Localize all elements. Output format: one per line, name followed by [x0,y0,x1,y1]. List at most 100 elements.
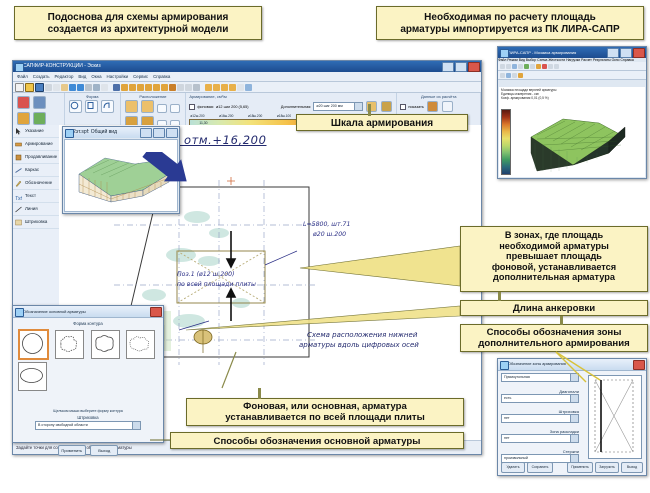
rebar-tool-5-icon[interactable] [145,83,152,91]
ribbon-group-reinforcement[interactable]: Армирование, см²/м фоновая: ø12 шаг 200 … [186,93,398,128]
cad-menubar[interactable]: Файл Создать Редактор Вид Окна Настройки… [13,72,481,82]
lira-menu-0[interactable]: Файл [498,58,507,62]
redo-icon[interactable] [77,83,84,91]
zone-dialog[interactable]: Обозначение зоны армирования Прямоугольн… [497,358,647,476]
lira-menu-1[interactable]: Режим [507,58,518,62]
zone-load-button[interactable]: Загрузить [595,462,619,473]
contour-shape-grid[interactable] [13,326,163,395]
paste-icon[interactable] [61,83,68,91]
sidebar-item-text[interactable]: Txt Текст [13,190,59,203]
viewer3d-canvas[interactable] [64,139,178,212]
lira-tool-4-icon[interactable] [518,63,523,69]
shape-option-cloud-wavy[interactable] [126,330,156,359]
edit-pencil-icon[interactable] [366,101,378,112]
import-icon[interactable] [426,101,438,112]
lira-close-button[interactable] [633,48,645,58]
contour-apply-button[interactable]: Применить [57,445,86,456]
tool-b-icon[interactable] [33,96,47,109]
cut-icon[interactable] [45,83,52,91]
lira-titlebar[interactable]: ЛИРА-САПР - Мозаика армирования [498,47,646,58]
lira-maximize-button[interactable] [620,48,632,58]
menu-item-view[interactable]: Вид [78,74,87,79]
chevron-down-icon[interactable] [354,103,363,110]
lira-menu-10[interactable]: Справка [620,58,634,62]
contour-dialog-close-button[interactable] [150,307,162,317]
zone-dialog-close-button[interactable] [633,360,645,370]
lira-tool-2-icon[interactable] [506,63,511,69]
menu-item-service[interactable]: Сервис [133,74,149,79]
viewer3d-close-button[interactable] [166,128,178,138]
window-buttons[interactable] [442,62,480,72]
shape-option-cloud-open[interactable] [55,330,85,359]
ribbon-group-placement[interactable]: Расположение [121,93,187,129]
contour-hatch-combo[interactable]: В сторону свободной области [35,421,141,430]
tool-c-icon[interactable] [17,112,30,125]
zone-dialog-buttons[interactable] [633,360,645,370]
view-tool-6-icon[interactable] [245,83,252,91]
view-tool-2-icon[interactable] [213,83,220,91]
zone-field-combo-0[interactable]: есть [501,394,579,403]
show-calcdata-checkbox[interactable] [400,103,407,110]
menu-item-file[interactable]: Файл [17,74,28,79]
menu-item-settings[interactable]: Настройки [106,74,129,79]
zoom-in-icon[interactable] [177,83,184,91]
zone-field-3-chevron-down-icon[interactable] [570,455,578,462]
zone-delete-button[interactable]: Удалить [501,462,525,473]
rebar-tool-2-icon[interactable] [121,83,128,91]
lira-minimize-button[interactable] [607,48,619,58]
sidebar-item-karkas[interactable]: Каркас [13,164,59,177]
undo-icon[interactable] [69,83,76,91]
viewer3d-window-buttons[interactable] [140,128,178,138]
contour-dialog-titlebar[interactable]: Обозначение основной арматуры [13,306,163,317]
rebar-tool-3-icon[interactable] [129,83,136,91]
lira-canvas[interactable]: Мозаика площади верхней арматуры Единицы… [499,87,645,177]
minimize-button[interactable] [442,62,454,72]
rebar-tool-7-icon[interactable] [161,83,168,91]
lira-tool-13-icon[interactable] [512,72,517,78]
zone-field-0-chevron-down-icon[interactable] [570,395,578,402]
view-tool-1-icon[interactable] [205,83,212,91]
pan-icon[interactable] [193,83,200,91]
tool-a-icon[interactable] [17,96,30,109]
lira-menu-7[interactable]: Расчет [581,58,592,62]
shape-option-rect-circle[interactable] [18,329,49,360]
viewer3d-minimize-button[interactable] [140,128,152,138]
shape-arc-icon[interactable] [101,100,115,113]
zone-dialog-actions[interactable]: Удалить Сохранить Применить Загрузить Вы… [501,462,643,473]
lira-tool-11-icon[interactable] [500,72,505,78]
menu-item-editor[interactable]: Редактор [54,74,74,79]
zone-field-combo-2[interactable]: нет [501,434,579,443]
zone-field-1-chevron-down-icon[interactable] [570,415,578,422]
menu-item-create[interactable]: Создать [32,74,50,79]
print-icon[interactable] [85,83,92,91]
shape-option-ellipse[interactable] [18,362,47,391]
contour-exit-button[interactable]: Выход [90,445,119,456]
lira-tool-5-icon[interactable] [524,63,529,69]
lira-tool-12-icon[interactable] [506,72,511,78]
lira-menu-8[interactable]: Результаты [592,58,611,62]
view-tool-4-icon[interactable] [229,83,236,91]
zone-field-2-chevron-down-icon[interactable] [570,435,578,442]
background-rebar-checkbox[interactable] [189,103,196,110]
placement-down-icon[interactable] [169,104,180,113]
help-icon[interactable] [101,83,108,91]
zone-shape-combo[interactable]: Прямоугольная [501,373,579,382]
save-icon[interactable] [35,82,44,92]
rebar-tool-4-icon[interactable] [137,83,144,91]
additional-rebar-combo[interactable]: ø20 шаг 200 мм [313,102,364,111]
viewer3d-maximize-button[interactable] [153,128,165,138]
viewer3d-titlebar[interactable]: 2эт.spf: Общий вид [63,127,179,138]
shape-circle-icon[interactable] [68,100,82,113]
zone-dialog-body[interactable]: Прямоугольная Диагонали есть Штриховка н… [498,370,646,475]
lira-menu-4[interactable]: Схема [537,58,548,62]
zone-dialog-titlebar[interactable]: Обозначение зоны армирования [498,359,646,370]
lira-tool-9-icon[interactable] [548,63,553,69]
cad-toolbar[interactable] [13,82,481,93]
rebar-tool-6-icon[interactable] [153,83,160,91]
table-icon[interactable] [441,101,453,112]
rebar-tool-8-icon[interactable] [169,83,176,91]
sidebar-item-ukazanie[interactable]: Указание [13,125,59,138]
lira-window-buttons[interactable] [607,48,645,58]
new-icon[interactable] [15,82,24,92]
shape-option-cloud-closed[interactable] [90,330,120,359]
